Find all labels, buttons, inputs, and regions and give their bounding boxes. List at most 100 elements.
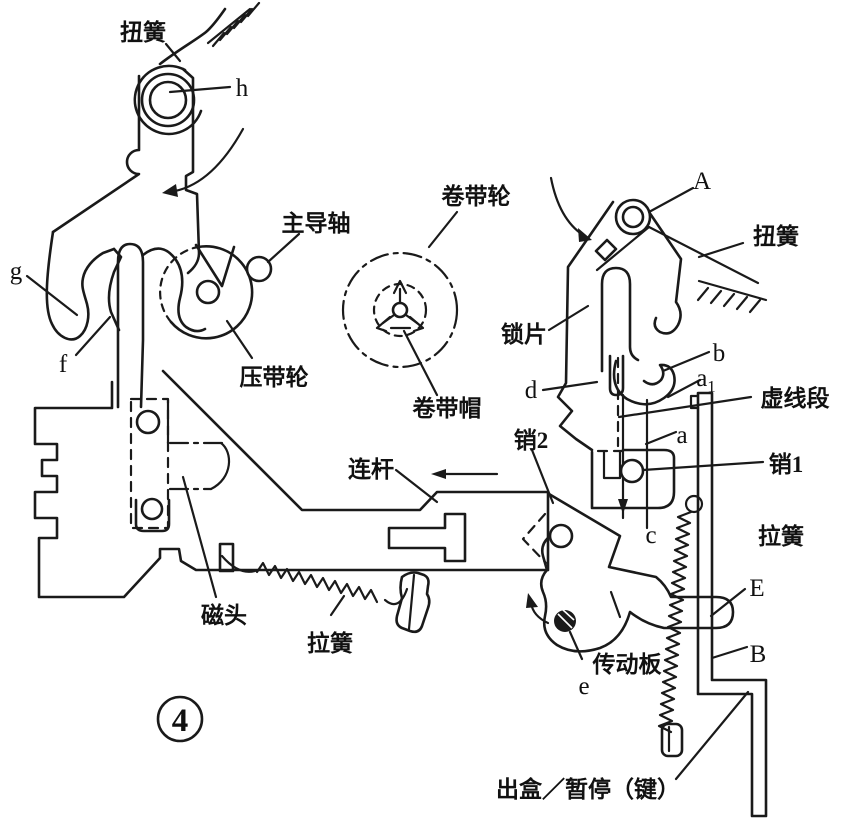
label-dashed-segment: 虚线段 bbox=[761, 385, 830, 411]
pivot-A-inner bbox=[621, 205, 645, 229]
lock-slot bbox=[600, 266, 640, 373]
wall-right-hatching bbox=[696, 286, 762, 314]
leader-torsion-spring-left bbox=[164, 42, 182, 63]
lever-hook-g bbox=[45, 230, 116, 341]
label-E: E bbox=[749, 575, 764, 602]
label-reel-wheel: 卷带轮 bbox=[441, 183, 511, 209]
lever-v-notch bbox=[194, 243, 236, 288]
head-lever-assembly bbox=[45, 1, 261, 341]
leader-a bbox=[644, 430, 678, 446]
label-link-rod: 连杆 bbox=[348, 456, 394, 482]
tension-spring-right-group bbox=[657, 494, 704, 758]
leader-reel-wheel bbox=[427, 210, 459, 249]
tension-spring-bottom-group bbox=[218, 542, 431, 634]
leader-B bbox=[710, 645, 749, 660]
rotation-arc-left bbox=[173, 127, 245, 193]
leader-link-rod bbox=[394, 468, 439, 504]
leader-torsion-spring-right bbox=[697, 241, 745, 259]
label-g: g bbox=[10, 258, 23, 285]
leader-d bbox=[541, 380, 599, 392]
label-torsion-spring-left: 扭簧 bbox=[120, 19, 166, 45]
lever-fork-prong bbox=[107, 247, 123, 332]
label-A: A bbox=[693, 168, 711, 195]
spring-boot-arc bbox=[383, 587, 409, 606]
label-eject-pause-key: 出盒／暂停（键） bbox=[496, 776, 680, 802]
slide-plate-notch bbox=[602, 450, 622, 480]
pin-1-circle bbox=[619, 458, 645, 484]
lever-left-edge bbox=[51, 74, 141, 234]
spring-bottom-barrel bbox=[660, 722, 684, 758]
pivot-h-hole bbox=[148, 80, 188, 120]
head-screw-bottom bbox=[140, 497, 164, 521]
spring-anchor-rect bbox=[594, 238, 618, 262]
rod-t-slot bbox=[387, 512, 467, 563]
wall-left bbox=[206, 7, 252, 45]
figure-number-group: 4 bbox=[156, 695, 204, 743]
rotation-arc-right bbox=[549, 176, 585, 237]
label-reel-cap: 卷带帽 bbox=[412, 395, 482, 421]
pinch-roller-group bbox=[141, 243, 273, 340]
leader-lock-plate bbox=[547, 304, 590, 332]
lock-right-edge-hook-b bbox=[647, 210, 683, 335]
tension-spring-right-zigzag bbox=[657, 510, 693, 734]
figure-number: 4 bbox=[172, 703, 189, 739]
rotation-arrow-left-head bbox=[162, 184, 178, 197]
leader-drive-plate bbox=[609, 590, 622, 619]
pinch-roller-axle bbox=[195, 279, 221, 305]
label-d: d bbox=[525, 377, 538, 404]
tension-spring-bottom-zigzag bbox=[255, 561, 379, 604]
leader-eject-key bbox=[674, 690, 750, 781]
label-capstan: 主导轴 bbox=[282, 210, 351, 236]
wall-left-hatching bbox=[211, 1, 261, 48]
spring-hook-ring bbox=[684, 494, 704, 514]
torsion-spring-left-coil bbox=[133, 64, 203, 136]
label-a1-base: a bbox=[696, 365, 707, 392]
drive-plate-outline bbox=[539, 492, 735, 653]
chassis-outline bbox=[33, 369, 550, 599]
leader-lines bbox=[25, 42, 765, 781]
drive-plate-arrow-head bbox=[526, 593, 538, 608]
capstan-circle bbox=[245, 255, 273, 283]
label-lock-plate: 锁片 bbox=[501, 321, 547, 347]
reel-wheel-circle bbox=[341, 251, 459, 369]
reel-cap-circle bbox=[372, 282, 428, 338]
head-lower-u bbox=[134, 498, 171, 533]
text-labels: 扭簧 h 主导轴 卷带轮 A 扭簧 g f 压带轮 锁片 b a1 虚线段 卷带… bbox=[10, 19, 830, 802]
label-c: c bbox=[645, 522, 656, 549]
reel-hub bbox=[391, 301, 409, 319]
magnetic-head-group bbox=[129, 397, 231, 533]
leader-h bbox=[168, 85, 232, 94]
head-gap-curve bbox=[209, 441, 231, 491]
pin-2-circle bbox=[548, 523, 574, 549]
leader-pin2 bbox=[530, 448, 555, 505]
label-a1: a1 bbox=[696, 365, 716, 396]
spring-boot-anchor bbox=[395, 571, 431, 634]
label-pin1: 销1 bbox=[769, 452, 804, 477]
leader-tension-spring-left bbox=[329, 594, 346, 617]
stroke-arrow-down bbox=[618, 499, 628, 514]
leader-E bbox=[709, 587, 747, 618]
head-screw-top bbox=[135, 409, 161, 435]
lever-arm-around-roller bbox=[141, 247, 207, 333]
label-magnetic-head: 磁头 bbox=[201, 602, 247, 628]
label-tension-spring-left: 拉簧 bbox=[307, 630, 353, 656]
spring-boot-inner bbox=[407, 573, 416, 631]
label-pin2: 销2 bbox=[514, 428, 549, 453]
key-bar-top-hook bbox=[689, 394, 700, 410]
leader-magnetic-head bbox=[181, 475, 218, 599]
pin-2-dashed-chevron bbox=[521, 512, 548, 565]
torsion-spring-right-leg-a bbox=[595, 225, 651, 272]
label-e: e bbox=[578, 673, 589, 700]
label-f: f bbox=[59, 351, 68, 378]
label-B: B bbox=[750, 641, 767, 668]
wall-right bbox=[697, 279, 768, 302]
key-bar-group bbox=[689, 391, 768, 818]
leader-a1 bbox=[666, 378, 702, 399]
leader-f bbox=[74, 315, 112, 357]
lever-right-edge bbox=[181, 67, 201, 275]
lock-claw-a1 bbox=[612, 359, 676, 406]
label-drive-plate: 传动板 bbox=[592, 652, 663, 677]
slide-plate bbox=[590, 448, 676, 510]
leader-capstan bbox=[266, 232, 301, 264]
